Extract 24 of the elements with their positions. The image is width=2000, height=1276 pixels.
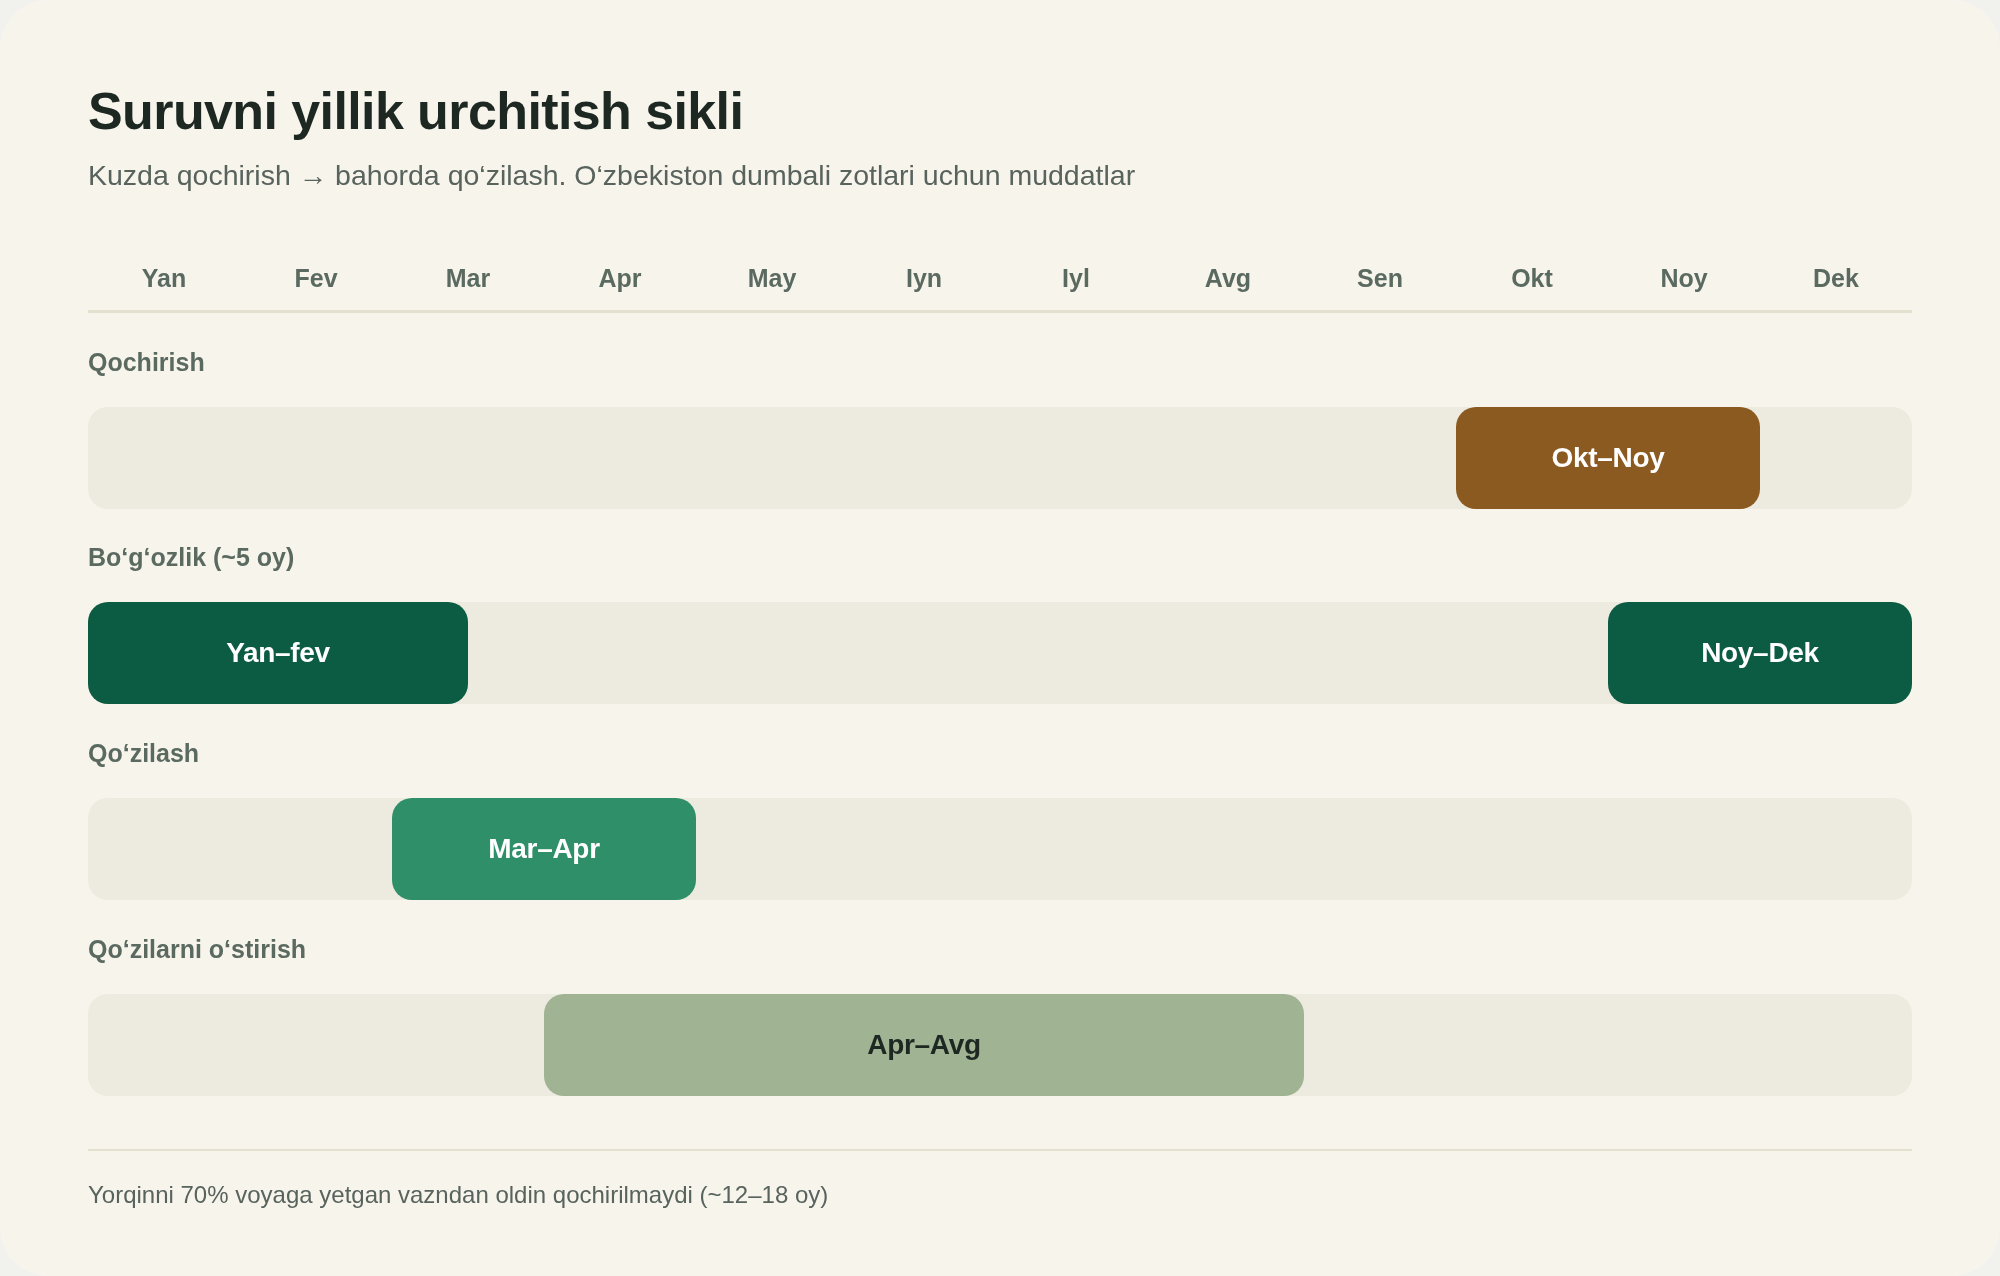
period-bar: Noy–Dek <box>1608 602 1912 704</box>
month-label: Fev <box>293 263 339 293</box>
month-label: Noy <box>1659 263 1709 293</box>
month-label: Apr <box>597 263 643 293</box>
month-label: Mar <box>444 263 492 293</box>
month-label: May <box>746 263 798 293</box>
period-bar: Mar–Apr <box>392 798 696 900</box>
month-label: Okt <box>1510 263 1554 293</box>
chart-title: Suruvni yillik urchitish sikli <box>88 81 744 142</box>
month-label: Iyl <box>1061 263 1091 293</box>
month-label: Iyn <box>904 263 944 293</box>
period-bar: Okt–Noy <box>1456 407 1760 509</box>
month-label: Dek <box>1812 263 1860 293</box>
row-label: Qo‘zilash <box>88 738 200 768</box>
month-label: Yan <box>140 263 188 293</box>
row-label: Qo‘zilarni o‘stirish <box>88 934 307 964</box>
footnote-text: Yorqinni 70% voyaga yetgan vazndan oldin qochirilmaydi (~12–18 oy) <box>88 1180 829 1210</box>
subtitle-text: Kuzda qochirish → bahorda qo‘zilash. O‘zbekiston dumbali zotlari uchun muddatlar <box>88 158 1136 192</box>
month-label: Avg <box>1203 263 1253 293</box>
row-label: Qochirish <box>88 347 205 377</box>
month-label: Sen <box>1356 263 1404 293</box>
period-bar: Yan–fev <box>88 602 468 704</box>
period-bar: Apr–Avg <box>544 994 1304 1096</box>
row-label: Bo‘g‘ozlik (~5 oy) <box>88 542 295 572</box>
